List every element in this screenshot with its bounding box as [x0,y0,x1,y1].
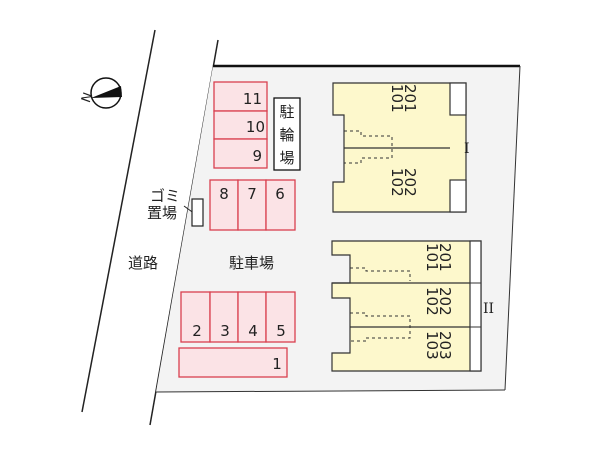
parking-number-6: 6 [275,185,285,203]
stairs [350,312,411,342]
parking-lot-label: 駐車場 [229,254,274,272]
unit-number: 203 [436,331,454,360]
balcony [449,179,467,213]
road-label: 道路 [128,254,158,272]
parking-space-5 [265,291,296,343]
parking-group-6-8 [209,179,296,231]
parking-number-4: 4 [248,322,258,340]
parking-number-11: 11 [243,90,262,108]
stairs [350,267,411,281]
building-label-2: II [483,301,494,317]
bike-parking-label: 場 [279,149,294,167]
garbage-label: 置場 [147,204,177,222]
road-edge-left [81,29,156,413]
unit-number: 101 [423,243,441,272]
parking-number-10: 10 [246,118,265,136]
parking-space-1 [178,347,288,378]
lot-right-edge [504,65,521,391]
parking-number-3: 3 [220,322,230,340]
balcony [449,82,467,116]
parking-space-3 [209,291,239,343]
parking-space-11 [213,81,268,112]
bike-parking-label: 輪 [279,126,294,144]
north-label: N [79,91,96,105]
balcony [469,240,482,372]
garbage-label: ゴミ [150,187,180,205]
parking-number-7: 7 [247,185,257,203]
unit-number: 101 [388,84,406,113]
parking-number-8: 8 [219,185,229,203]
unit-number: 102 [423,287,441,316]
unit-number: 201 [401,84,419,113]
bike-parking [273,97,301,171]
building-label-1: I [464,141,470,157]
parking-number-5: 5 [276,322,286,340]
parking-number-1: 1 [272,355,282,373]
bike-parking-label: 駐 [279,103,294,121]
building-2: 201 101 202 102 203 103 [331,240,482,372]
parking-space-6 [265,179,296,231]
parking-number-9: 9 [252,147,262,165]
building-1: 201 101 202 102 [332,82,467,213]
stairs [344,130,393,164]
garbage-station [191,198,204,227]
parking-space-9 [213,138,268,169]
unit-number: 102 [388,168,406,197]
parking-number-2: 2 [192,322,202,340]
north-arrow-icon: N [79,77,122,109]
parking-group-9-11 [213,81,268,169]
unit-number: 103 [423,331,441,360]
unit-number: 201 [436,243,454,272]
unit-number: 202 [401,168,419,197]
lot-bottom-edge [155,389,506,393]
unit-number: 202 [436,287,454,316]
parking-group-2-5 [180,291,296,343]
